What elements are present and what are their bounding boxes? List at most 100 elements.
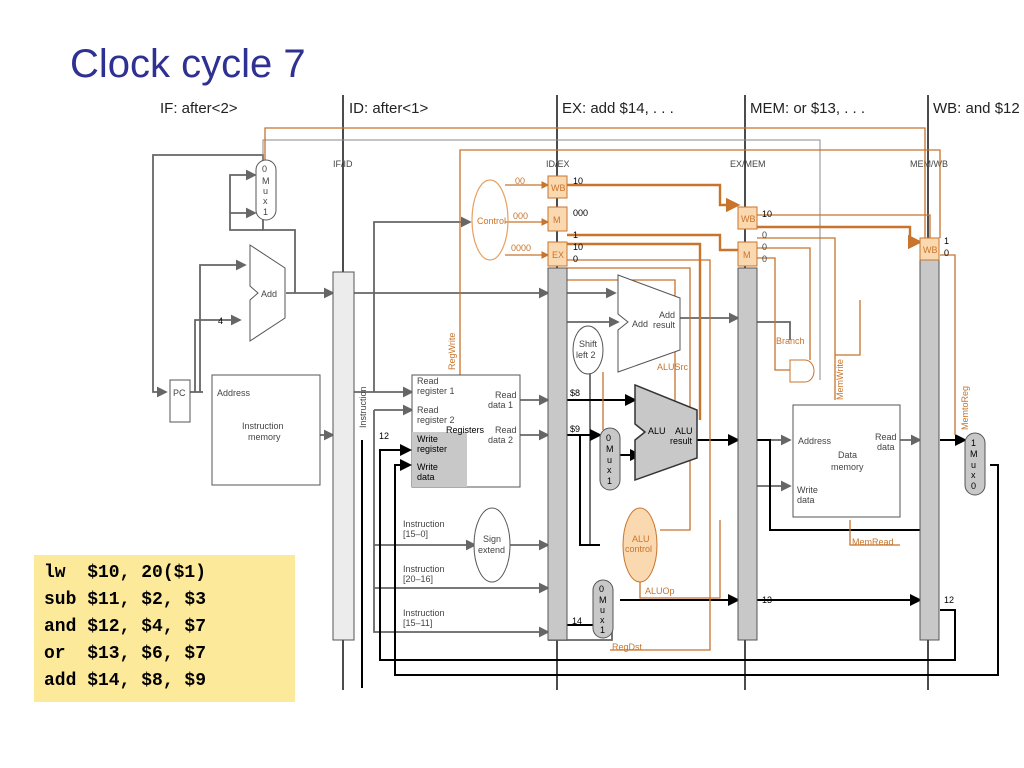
idex-ex-value3: 0 [573,254,578,264]
branch-and-gate [789,359,815,383]
sign-extend-line1: Sign [483,534,501,544]
idex-label: ID/EX [546,159,570,169]
pc-mux [255,159,277,221]
memwb-label: MEM/WB [910,159,948,169]
stage-label-id: ID: after<1> [349,100,428,117]
alu-control-line1: ALU [632,534,650,544]
memread-label: MemRead [852,537,894,547]
write-data-line1: Write [417,462,438,472]
regdst-mux [592,579,614,639]
memwb-control-fields: WB [919,237,940,261]
alu-control-line2: control [625,544,652,554]
dmem-title-1: Data [838,450,857,460]
shift-left-2 [572,325,604,375]
read-data1-line1: Read [495,390,517,400]
exmem-wb-value: 10 [762,209,772,219]
ctrl-m-value: 000 [513,211,528,221]
instr-15-11-line1: Instruction [403,608,445,618]
orange-wires-thick [567,183,923,420]
stage-label-ex: EX: add $14, . . . [562,100,674,117]
dmem-address: Address [798,436,832,446]
branch-adder [617,274,681,373]
ifid-label: IF/ID [333,159,353,169]
shift-line2: left 2 [576,350,596,360]
exmem-m-value2: 0 [762,242,767,252]
idex-wb-field: WB [551,183,566,193]
sign-extend [473,507,511,583]
exmem-label: EX/MEM [730,159,766,169]
read-data2-line1: Read [495,425,517,435]
pc-adder [249,244,286,342]
instr-15-11-line2: [15–11] [403,618,432,628]
constant-four: 4 [218,316,223,326]
branch-add-result-2: result [653,320,676,330]
pc-mux-m: M [262,176,270,186]
branch-label: Branch [776,336,805,346]
idex-ex-value1: 1 [573,230,578,240]
reg-value-s8: $8 [570,388,580,398]
wb-mux-m: M [970,449,978,459]
wb-mux-u: u [971,460,976,470]
pc-mux-1: 1 [263,207,268,217]
rd-value-13: 13 [762,595,772,605]
alu-mux-x: x [607,465,612,475]
imem-title-2: memory [248,432,281,442]
ctrl-ex-value: 0000 [511,243,531,253]
exmem-m-field: M [743,250,751,260]
instr-15-0-line1: Instruction [403,519,445,529]
idex-register [547,267,568,641]
shift-line1: Shift [579,339,598,349]
imem-title-1: Instruction [242,421,284,431]
memwb-register [919,257,940,641]
read-reg1-line2: register 1 [417,386,455,396]
wb-mux-0: 0 [971,481,976,491]
control-unit [471,179,509,261]
idex-m-field: M [553,215,561,225]
wb-mux-1: 1 [971,438,976,448]
regdst-mux-x: x [600,615,605,625]
branch-add-result-1: Add [659,310,675,320]
ctrl-wb-value: 00 [515,176,525,186]
memwrite-label: MemWrite [835,359,845,400]
sign-extend-line2: extend [478,545,505,555]
regdst-mux-u: u [600,605,605,615]
registers-label: Registers [446,425,485,435]
regdst-label: RegDst [612,642,643,652]
aluop-label: ALUOp [645,586,675,596]
data-memory [792,404,901,518]
code-line: or $13, $6, $7 [44,644,207,664]
instr-15-0-line2: [15–0] [403,529,428,539]
regdst-mux-1: 1 [600,625,605,635]
wb-mux-x: x [971,470,976,480]
regdst-mux-m: M [599,595,607,605]
alu-mux-1: 1 [607,476,612,486]
read-data2-line2: data 2 [488,435,513,445]
alu-mux-0: 0 [606,433,611,443]
ifid-register [332,271,355,641]
write-reg-line1: Write [417,434,438,444]
idex-ex-value2: 10 [573,242,583,252]
alu-src-mux [599,427,621,491]
control-values: 00 000 0000 10 000 1 10 0 10 0 0 0 1 0 [511,176,949,264]
pc-adder-label: Add [261,289,277,299]
idex-m-value: 000 [573,208,588,218]
read-data1-line2: data 1 [488,400,513,410]
memwb-wb-value1: 1 [944,236,949,246]
alu-label: ALU [648,426,666,436]
write-reg-line2: register [417,444,447,454]
alu-result-line1: ALU [675,426,693,436]
rd-value-12: 12 [944,595,954,605]
idex-control-fields: WB M EX [547,175,568,267]
exmem-wb-field: WB [741,214,756,224]
code-line: and $12, $4, $7 [44,617,207,637]
code-line: sub $11, $2, $3 [44,590,207,610]
rd-value-14: 14 [572,616,582,626]
pc-label: PC [173,388,186,398]
instruction-label: Instruction [358,386,368,428]
reg-value-s9: $9 [570,424,580,434]
imem-address: Address [217,388,251,398]
stage-label-if: IF: after<2> [160,100,238,117]
control-label: Control [477,216,506,226]
code-line: add $14, $8, $9 [44,671,207,691]
